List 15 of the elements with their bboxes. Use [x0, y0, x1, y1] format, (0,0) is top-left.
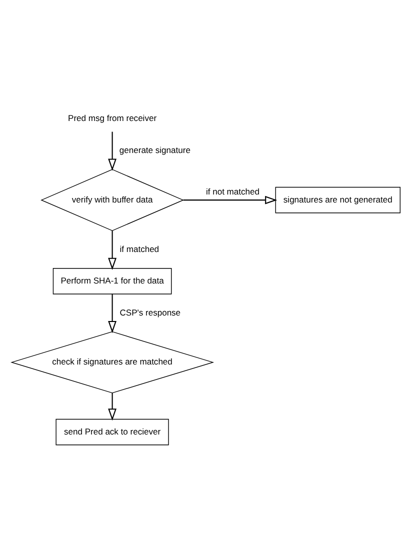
- edge-label: if matched: [119, 244, 159, 254]
- arrow: [108, 393, 116, 421]
- edge-label: CSP's response: [119, 307, 180, 318]
- arrow: [182, 196, 277, 204]
- node-box: send Pred ack to reciever: [55, 418, 168, 446]
- node-text: Pred msg from receiver: [68, 113, 156, 124]
- node-box: Perform SHA-1 for the data: [52, 268, 172, 294]
- node-diamond: verify with buffer data: [40, 169, 184, 232]
- edge-label: if not matched: [205, 186, 259, 196]
- arrow: [108, 230, 116, 270]
- arrow: [108, 294, 116, 334]
- edge-label: generate signature: [118, 145, 190, 156]
- arrow: [108, 132, 116, 171]
- node-box: signatures are not generated: [274, 186, 400, 214]
- node-diamond: check if signatures are matched: [10, 331, 214, 394]
